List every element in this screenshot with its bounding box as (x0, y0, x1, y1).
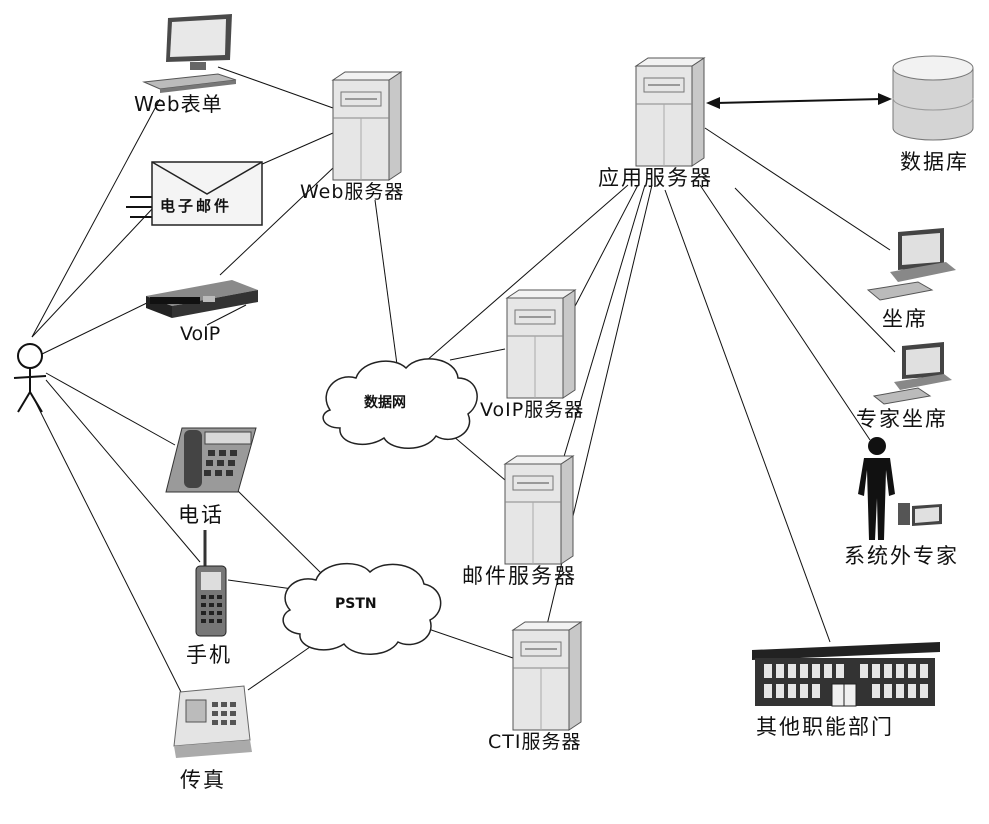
email-label: 电子邮件 (160, 197, 233, 215)
mobile-label: 手机 (186, 643, 232, 667)
desktop-computer-icon (142, 14, 237, 93)
voip-gateway-icon (146, 280, 258, 318)
web-form-label: Web表单 (134, 92, 223, 116)
mail-server-icon (504, 455, 574, 565)
database-label: 数据库 (900, 150, 969, 174)
agent-seat-label: 坐席 (882, 307, 928, 331)
computer-workstation-icon (866, 228, 956, 301)
mail-server-label: 邮件服务器 (462, 564, 577, 588)
web-server-icon (332, 71, 402, 181)
fax-machine-icon (173, 685, 252, 758)
external-expert-label: 系统外专家 (844, 544, 959, 568)
cti-server-icon (512, 621, 582, 731)
computer-workstation-icon (872, 342, 952, 405)
app-server-label: 应用服务器 (598, 166, 713, 190)
desk-phone-icon (165, 427, 257, 493)
voip-label: VoIP (180, 323, 221, 345)
data-network-label: 数据网 (364, 395, 406, 411)
stick-figure-icon (13, 343, 47, 413)
database-cylinder-icon (892, 55, 974, 141)
voip-server-icon (506, 289, 576, 399)
web-server-label: Web服务器 (300, 181, 405, 203)
person-silhouette-icon (858, 437, 895, 540)
data-network-cloud-icon (322, 358, 478, 449)
expert-seat-label: 专家坐席 (856, 407, 948, 431)
phone-label: 电话 (178, 503, 224, 527)
fax-label: 传真 (180, 768, 226, 792)
mobile-phone-icon (195, 530, 227, 637)
pstn-label: PSTN (335, 596, 377, 612)
envelope-icon (126, 161, 263, 226)
cti-server-label: CTI服务器 (488, 731, 582, 753)
connection-lines (31, 66, 896, 701)
computer-workstation-icon (898, 503, 942, 526)
building-icon (752, 642, 940, 707)
database-link-arrow (706, 93, 892, 109)
pstn-cloud-icon (282, 562, 442, 655)
app-server-icon (635, 57, 705, 167)
other-departments-label: 其他职能部门 (756, 715, 894, 739)
voip-server-label: VoIP服务器 (480, 399, 585, 421)
